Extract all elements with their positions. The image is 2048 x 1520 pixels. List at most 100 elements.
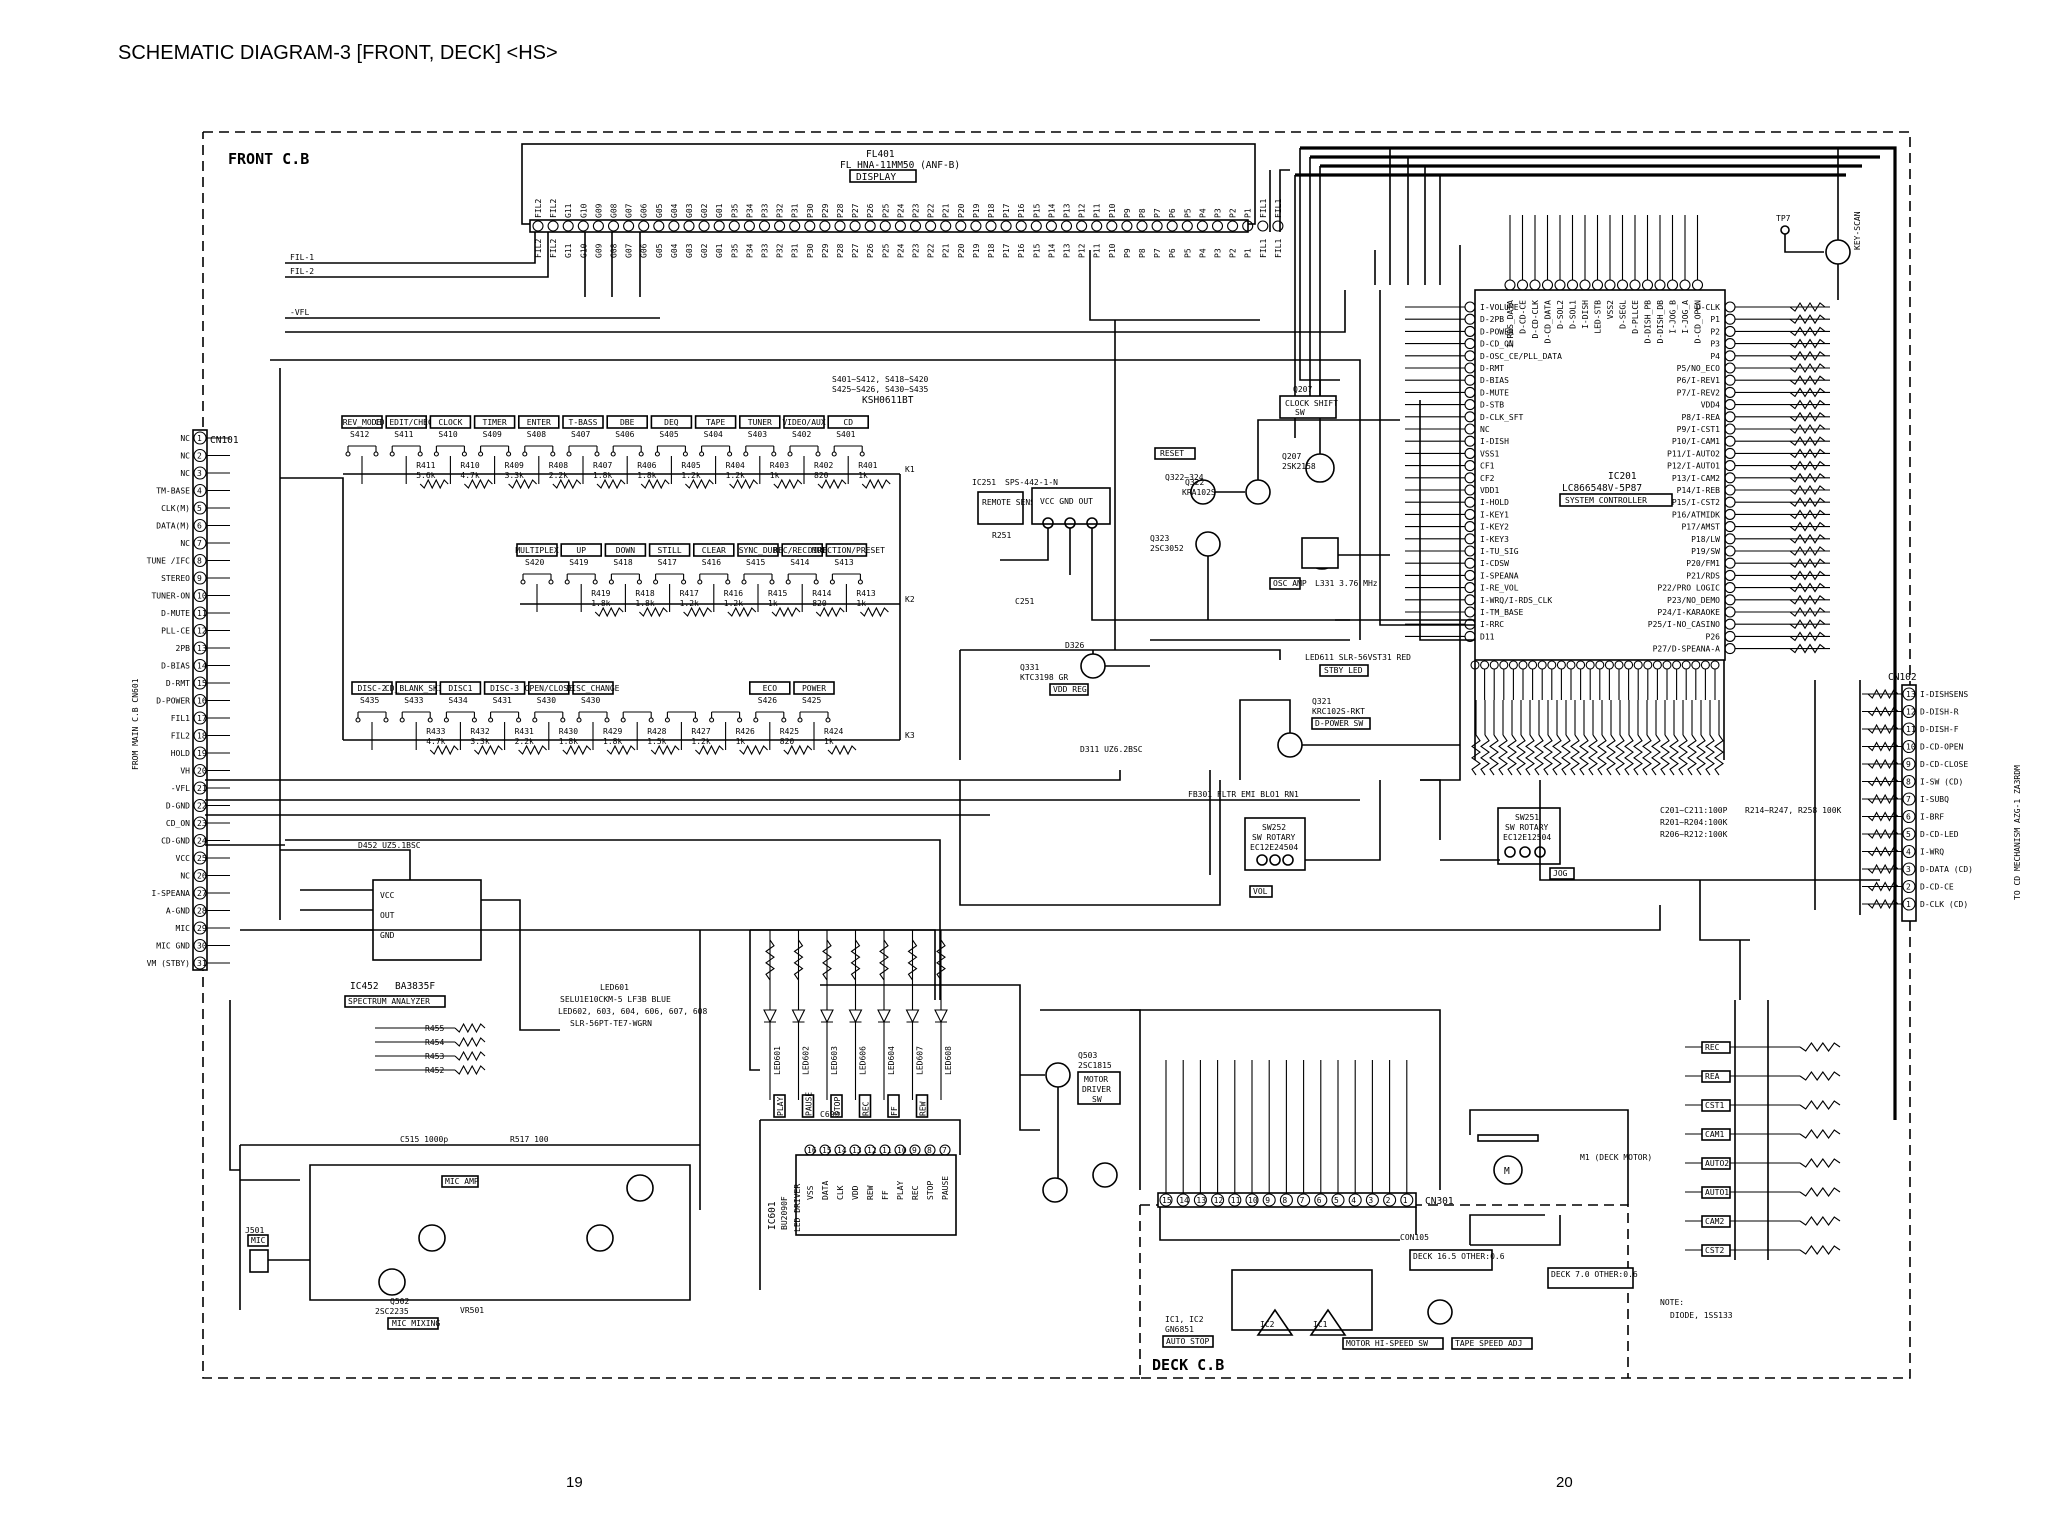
ic601-pin-number: 13 — [852, 1146, 862, 1155]
led-function-label: STOP — [833, 1097, 842, 1116]
key-switch-contact — [692, 717, 698, 723]
key-switch-contact — [781, 717, 787, 723]
svg-text:2SC1815: 2SC1815 — [1078, 1061, 1112, 1070]
fl401-pin — [804, 220, 816, 232]
key-button-label-box — [793, 681, 835, 695]
key-switch-ref: S418 — [613, 558, 632, 567]
ic201-left-pin — [1464, 350, 1476, 362]
cn102-pin — [1902, 687, 1916, 701]
ic601-pin — [864, 1144, 876, 1156]
svg-text:FIL-2: FIL-2 — [290, 267, 314, 276]
fl401-pin-label-lower: P1 — [1244, 248, 1253, 258]
ic201-left-pin-label: D-RMT — [1480, 364, 1504, 373]
key-switch-contact — [433, 451, 439, 457]
svg-text:Q322: Q322 — [1185, 478, 1204, 487]
key-switch-contact — [564, 579, 570, 585]
svg-text:DRIVER: DRIVER — [1082, 1085, 1111, 1094]
fl401-pin — [607, 220, 620, 232]
key-button-label: CD EDIT/CHECK — [375, 418, 438, 427]
led-ref: LED604 — [887, 1046, 896, 1075]
fl401-pin-label-lower: P35 — [730, 243, 739, 258]
cn101-pin-label: NC — [180, 872, 190, 881]
ic201-label: SYSTEM CONTROLLER — [1565, 496, 1647, 505]
switch-set-part: KSH0611BT — [862, 395, 914, 406]
fl401-pin-label-lower: P24 — [896, 243, 905, 258]
ic201-right-pin-label: P21/RDS — [1686, 571, 1720, 580]
svg-text:KRA102S: KRA102S — [1182, 488, 1216, 497]
key-switch-contact — [520, 579, 526, 585]
cn301-pin-number: 10 — [1248, 1196, 1258, 1205]
ic201-bottom-pin — [1614, 660, 1624, 670]
res-note-3: R214~R247, R258 100K — [1745, 806, 1842, 815]
ic201-right-pin — [1724, 569, 1736, 581]
key-button-label-box — [562, 415, 604, 429]
ic201-left-pin — [1464, 423, 1476, 435]
key-resistor-ref: R409 — [505, 461, 524, 470]
fl401-pin — [774, 220, 786, 232]
ic201-right-pin — [1724, 325, 1736, 337]
fl401-pin — [728, 220, 740, 232]
led-function-label: REW — [919, 1101, 928, 1116]
key-button-label: DISC1 — [448, 684, 472, 693]
key-resistor-ref: R401 — [858, 461, 877, 470]
cn101-pin-number: 15 — [197, 679, 207, 688]
key-switch-contact — [681, 579, 687, 585]
svg-text:K1: K1 — [905, 465, 915, 474]
key-resistor-ref: R430 — [559, 727, 578, 736]
cn101-pin-label: CD_ON — [166, 819, 190, 828]
svg-text:Q322~324: Q322~324 — [1165, 473, 1204, 482]
fl401-pin-label: P14 — [1047, 203, 1056, 218]
deck-signal-label: REA — [1705, 1072, 1720, 1081]
key-switch-ref: S434 — [448, 696, 467, 705]
ic601-pin-number: 14 — [837, 1146, 847, 1155]
key-switch-contact — [399, 717, 405, 723]
svg-text:D-POWER SW: D-POWER SW — [1315, 719, 1363, 728]
fl401-pin-label: P27 — [851, 203, 860, 218]
key-switch-ref: S414 — [790, 558, 809, 567]
key-button-label: TAPE — [706, 418, 725, 427]
cn102-pin — [1902, 757, 1916, 771]
fl401-pin-label: P6 — [1168, 208, 1177, 218]
cn101-pin-number: 2 — [197, 452, 202, 461]
cn101-pin-number: 19 — [197, 749, 207, 758]
fl401-pin — [1000, 220, 1012, 232]
key-resistor-value: 4.7k — [460, 471, 479, 480]
ic601-pin-number: 7 — [942, 1146, 947, 1155]
ic201-right-pin — [1724, 521, 1736, 533]
key-resistor-value: 1k — [770, 471, 780, 480]
key-switch-ref: S431 — [493, 696, 512, 705]
fl401-pin — [1076, 220, 1088, 232]
page-number-left: 19 — [566, 1474, 583, 1491]
key-switch-ref: S402 — [792, 430, 811, 439]
key-button-label-box — [395, 681, 438, 695]
key-button-label: ECO — [763, 684, 778, 693]
key-switch-contact — [648, 717, 654, 723]
svg-text:K2: K2 — [905, 595, 915, 604]
cn101-pin-label: CD-GND — [161, 837, 190, 846]
tp7-label: TP7 — [1776, 214, 1791, 223]
svg-text:FIL-1: FIL-1 — [290, 253, 314, 262]
ic201-bottom-pin — [1480, 660, 1490, 670]
fl401-pin-label: P22 — [927, 203, 936, 218]
cn102-pin-number: 4 — [1906, 848, 1911, 857]
ic601-pin-number: 11 — [882, 1146, 892, 1155]
ic201-left-pin-label: D-CLK_SFT — [1480, 413, 1524, 422]
ic201-right-pin — [1724, 447, 1736, 459]
fl401-pin-label: P25 — [881, 203, 890, 218]
key-switch-contact — [699, 451, 705, 457]
key-switch-contact — [620, 717, 626, 723]
motor-hispeed-label: MOTOR HI-SPEED SW — [1346, 1339, 1428, 1348]
ic201-bottom-pin — [1528, 660, 1538, 670]
ic201-top-pin-label: D-SEGL — [1619, 300, 1628, 329]
ic201-left-pin-label: D-OSC_CE/PLL_DATA — [1480, 352, 1562, 361]
ic201-left-pin-label: I-RRC — [1480, 620, 1504, 629]
key-switch-ref: S416 — [702, 558, 721, 567]
cn102-pin-number: 9 — [1906, 760, 1911, 769]
res-note-2: R206~R212:100K — [1660, 830, 1728, 839]
key-switch-contact — [355, 717, 361, 723]
fl401-pin-label-lower: P13 — [1063, 243, 1072, 258]
cn102-pin-number: 1 — [1906, 900, 1911, 909]
key-switch-ref: S433 — [404, 696, 423, 705]
fl401-pin — [970, 220, 982, 232]
